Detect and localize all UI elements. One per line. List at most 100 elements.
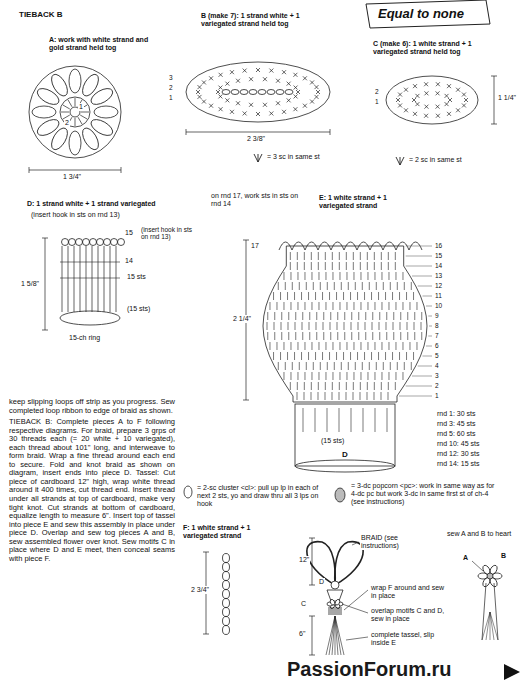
callout-label: 15 sts bbox=[126, 273, 147, 281]
chain-stitch bbox=[258, 90, 266, 95]
page-arrow bbox=[504, 664, 520, 680]
stitch-mark bbox=[353, 252, 354, 260]
dimension-tick bbox=[42, 330, 48, 331]
stitch-mark bbox=[334, 282, 335, 290]
sc-mark bbox=[216, 90, 220, 94]
tassel-strand bbox=[332, 616, 335, 655]
stitch-mark bbox=[332, 382, 333, 390]
callout-label: 1 bbox=[168, 94, 174, 101]
note-text: F: 1 white strand + 1 variegated strand bbox=[182, 524, 274, 540]
stitch-mark bbox=[376, 282, 377, 290]
wrap-f bbox=[328, 608, 342, 609]
row-leader bbox=[412, 376, 432, 377]
stitch-mark bbox=[301, 292, 302, 300]
stitch-mark bbox=[285, 362, 286, 370]
note-text: on rnd 17, work sts in sts on rnd 14 bbox=[210, 192, 300, 208]
stitch-mark bbox=[308, 352, 309, 360]
stitch-mark bbox=[332, 262, 333, 270]
chain-stitch bbox=[223, 608, 230, 617]
stitch-mark bbox=[413, 352, 414, 360]
stitch-mark bbox=[381, 382, 382, 390]
sc-mark bbox=[424, 82, 428, 86]
sc-mark bbox=[456, 108, 460, 112]
stitch-mark bbox=[388, 392, 389, 400]
stitch-mark bbox=[406, 292, 407, 300]
callout-label: 10 bbox=[434, 302, 443, 309]
stitch-mark bbox=[306, 362, 307, 370]
sc-mark bbox=[447, 112, 451, 116]
note-text: = 2-sc cluster <cl>: pull up lp in each … bbox=[196, 484, 322, 508]
stem bbox=[482, 583, 486, 640]
stitch-mark bbox=[393, 322, 394, 330]
row-leader bbox=[406, 386, 432, 387]
stitch-mark bbox=[295, 332, 296, 340]
chain-stitch bbox=[231, 90, 239, 95]
stitch-mark bbox=[290, 302, 291, 310]
sc-mark bbox=[413, 112, 417, 116]
stitch-mark bbox=[325, 382, 326, 390]
stitch-mark bbox=[280, 292, 281, 300]
sc-mark bbox=[310, 80, 314, 84]
dc-stitch bbox=[62, 246, 63, 312]
dc-stitch bbox=[61, 112, 69, 113]
sc-mark bbox=[287, 98, 291, 102]
callout-label: rnd 14: 15 sts bbox=[436, 460, 480, 468]
petal-loop bbox=[88, 116, 115, 138]
stitch-mark bbox=[388, 302, 389, 310]
callout-label: 11 bbox=[434, 292, 443, 299]
note-text: BRAID (see instructions) bbox=[360, 534, 422, 550]
stitch-mark bbox=[346, 392, 347, 400]
flower-c-petal bbox=[329, 599, 335, 606]
sc-mark bbox=[415, 94, 419, 98]
sc-mark bbox=[316, 90, 320, 94]
stitch-mark bbox=[374, 252, 375, 260]
stitch-mark bbox=[311, 262, 312, 270]
stitch-mark bbox=[304, 302, 305, 310]
stitch-mark bbox=[267, 332, 268, 340]
dc-stitch bbox=[363, 408, 364, 432]
knot bbox=[331, 581, 339, 589]
stitch-mark bbox=[344, 312, 345, 320]
note-text: D: 1 strand white + 1 strand variegated bbox=[26, 200, 186, 208]
stitch-mark bbox=[299, 362, 300, 370]
stitch-mark bbox=[381, 372, 382, 380]
motif-outline bbox=[186, 62, 330, 122]
chain-stitch bbox=[285, 90, 293, 95]
sc-mark bbox=[202, 100, 206, 104]
stitch-mark bbox=[318, 252, 319, 260]
stitch-mark bbox=[343, 292, 344, 300]
stitch-mark bbox=[395, 372, 396, 380]
stitch-mark bbox=[402, 302, 403, 310]
sc-mark bbox=[249, 103, 253, 107]
sc-mark bbox=[209, 76, 213, 80]
leader-line bbox=[344, 590, 368, 610]
sc-mark bbox=[415, 102, 419, 106]
tassel-strand bbox=[482, 612, 490, 640]
stitch-mark bbox=[341, 282, 342, 290]
frill-arc bbox=[331, 242, 344, 250]
sc-mark bbox=[216, 90, 220, 94]
callout-label: 2 bbox=[374, 88, 380, 95]
sc-mark bbox=[219, 107, 223, 111]
stitch-mark bbox=[399, 352, 400, 360]
stitch-mark bbox=[365, 322, 366, 330]
sc-mark bbox=[398, 103, 402, 107]
sc-mark bbox=[303, 104, 307, 108]
callout-label: 15-ch ring bbox=[68, 334, 101, 342]
row-leader bbox=[406, 246, 432, 247]
stitch-mark bbox=[329, 292, 330, 300]
dc-stitch bbox=[74, 246, 75, 312]
stitch-mark bbox=[376, 362, 377, 370]
frill-arc bbox=[318, 242, 331, 250]
stitch-mark bbox=[297, 302, 298, 310]
sc-mark bbox=[263, 103, 267, 107]
popcorn-top bbox=[118, 239, 125, 246]
dc-stitch bbox=[315, 408, 316, 432]
stitch-mark bbox=[358, 332, 359, 340]
stitch-mark bbox=[339, 342, 340, 350]
callout-label: 14 bbox=[434, 262, 443, 269]
sc-mark bbox=[202, 80, 206, 84]
stitch-mark bbox=[372, 312, 373, 320]
sc-mark bbox=[462, 103, 466, 107]
dc-stitch bbox=[86, 246, 87, 312]
